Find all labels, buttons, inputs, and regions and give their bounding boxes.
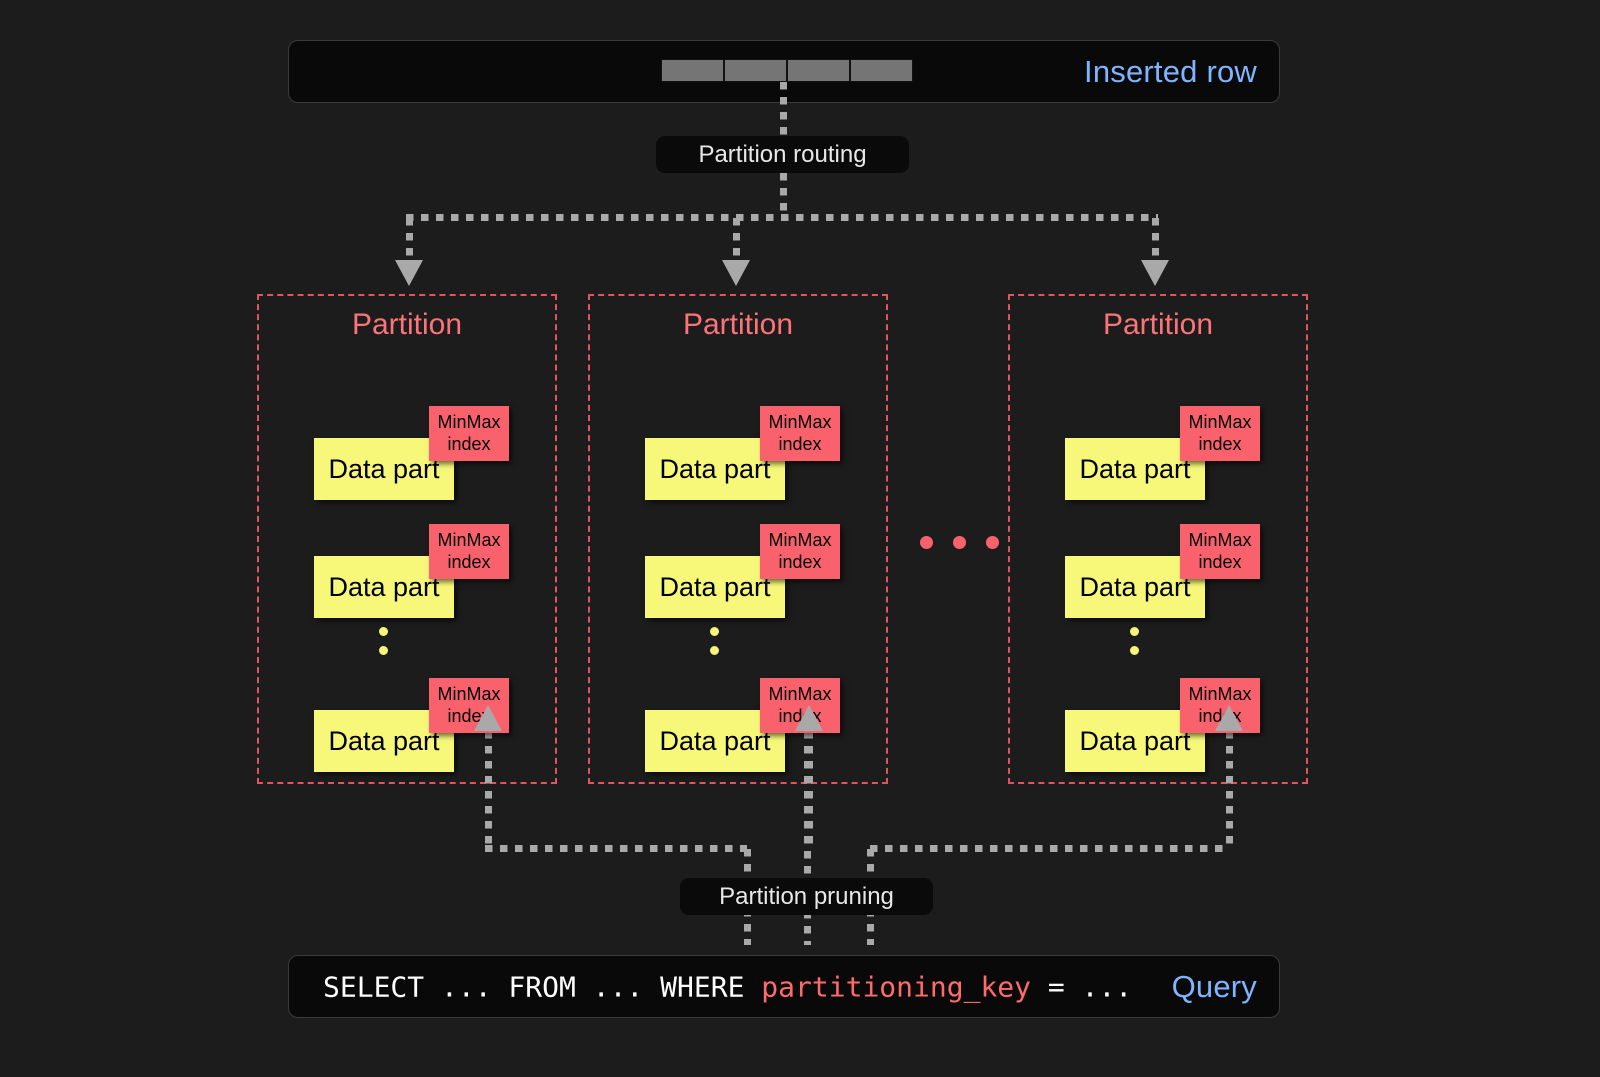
connector-pruning-to-partition-2 [1226, 731, 1233, 848]
partition-pruning-label: Partition pruning [719, 882, 894, 910]
data-part-box: Data part [314, 438, 454, 500]
connector-bus-to-pruning-center [804, 731, 811, 945]
row-cell [661, 59, 724, 82]
data-part-box: Data part [645, 710, 785, 772]
row-cell [787, 59, 850, 82]
row-cell [724, 59, 787, 82]
row-cell [850, 59, 913, 82]
connector-row-to-routing [780, 82, 787, 138]
partition-title: Partition [682, 308, 794, 341]
partition-routing-box: Partition routing [656, 136, 909, 173]
arrow-into-partition-2 [1141, 260, 1169, 286]
connector-pruning-to-partition-0 [485, 731, 492, 848]
partition-title: Partition [1102, 308, 1214, 341]
inserted-row-label: Inserted row [1084, 53, 1257, 89]
query-suffix: = ... [1031, 970, 1133, 1003]
connector-bus-to-partition-2 [1152, 218, 1159, 264]
pruning-bus-left [485, 845, 747, 852]
partition-title: Partition [351, 308, 463, 341]
connector-bus-to-partition-0 [406, 218, 413, 264]
arrow-into-data-part-2 [1215, 705, 1243, 731]
query-text: SELECT ... FROM ... WHERE partitioning_k… [323, 970, 1132, 1003]
partitions-ellipsis [920, 536, 999, 549]
partition-routing-label: Partition routing [698, 140, 867, 168]
connector-routing-to-bus [780, 173, 787, 218]
routing-fanout-bus [406, 214, 1158, 221]
arrow-into-partition-1 [722, 260, 750, 286]
query-label: Query [1171, 968, 1257, 1004]
data-part-box: Data part [645, 438, 785, 500]
connector-bus-to-partition-1 [733, 218, 740, 264]
pruning-bus-right [870, 845, 1230, 852]
partition-pruning-box: Partition pruning [680, 878, 933, 915]
arrow-into-partition-0 [395, 260, 423, 286]
query-keyword: partitioning_key [761, 970, 1032, 1003]
inserted-row-cells [661, 59, 913, 82]
query-prefix: SELECT ... FROM ... WHERE [323, 970, 762, 1003]
arrow-into-data-part-0 [474, 705, 502, 731]
arrow-into-data-part-1 [795, 705, 823, 731]
query-bar: SELECT ... FROM ... WHERE partitioning_k… [288, 955, 1280, 1018]
